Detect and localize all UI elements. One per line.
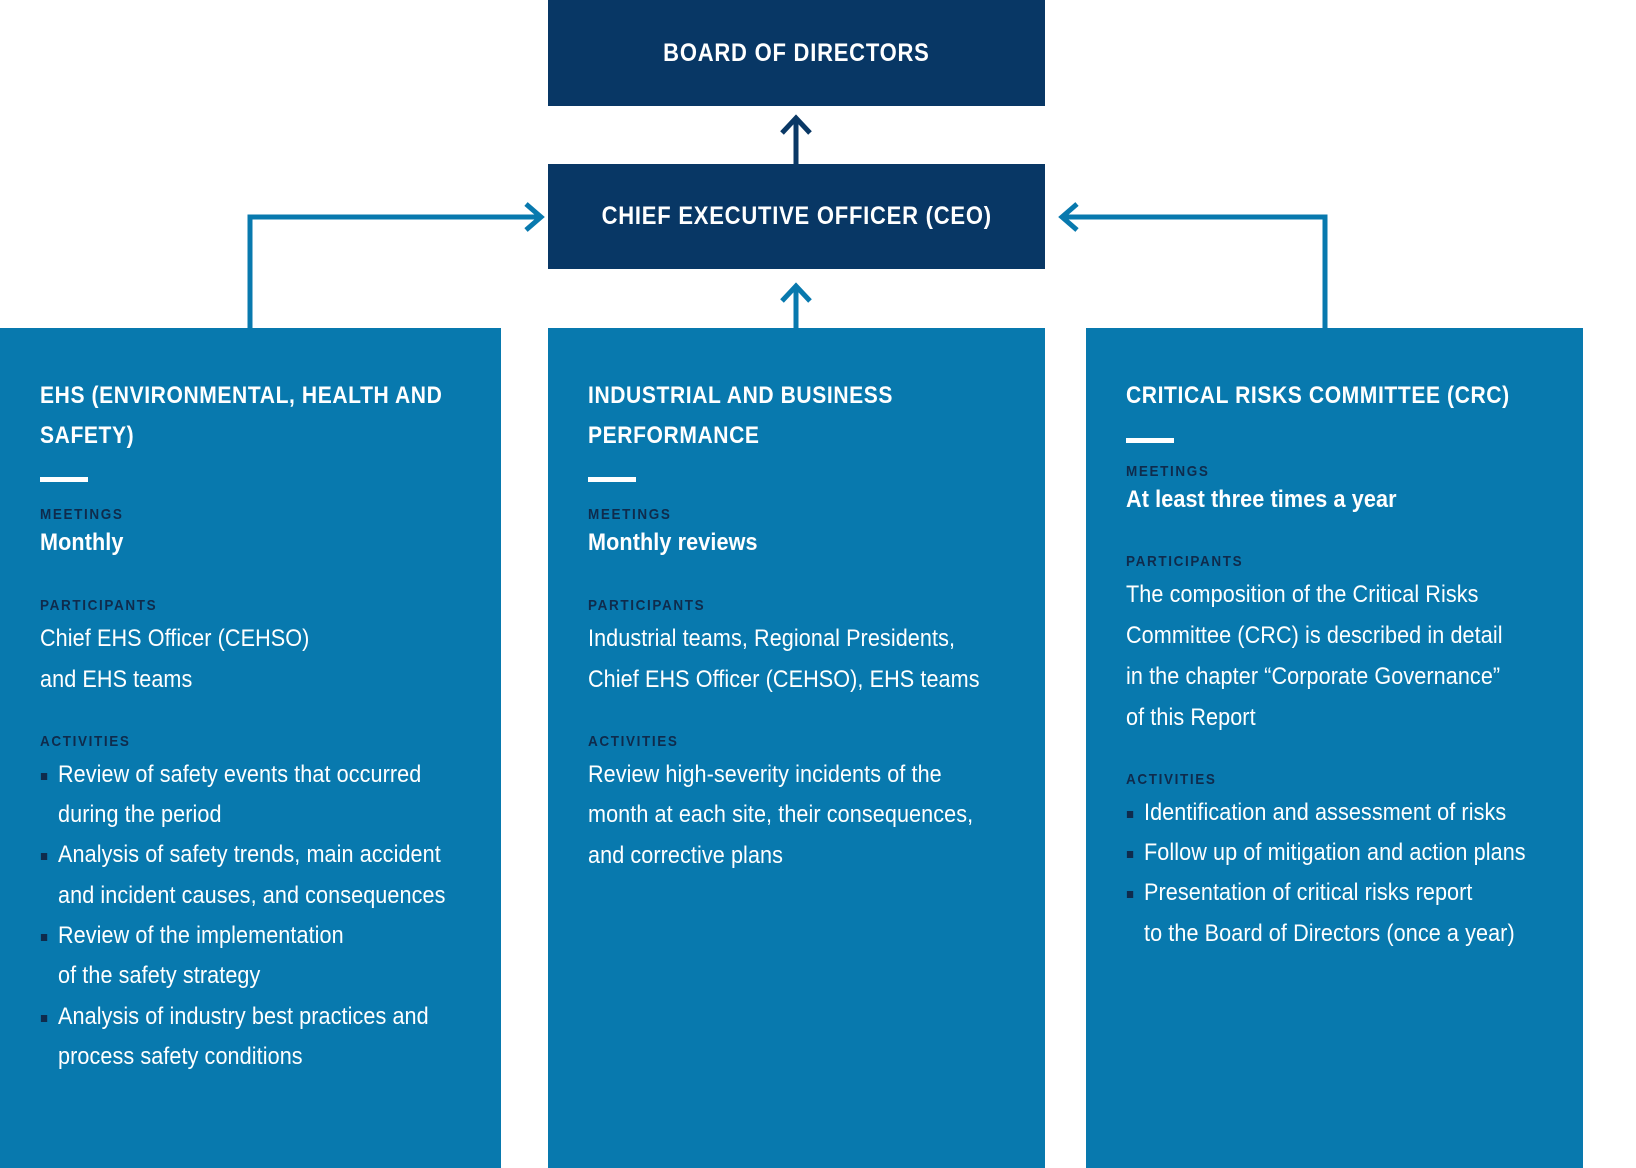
list-item: Review of the implementation of the safe… [40,916,461,997]
title-divider [40,477,88,483]
participants-label: PARTICIPANTS [588,597,706,615]
meetings-label: MEETINGS [40,506,124,524]
meetings-label: MEETINGS [588,506,672,524]
connector-ibp-to-ceo [780,282,812,332]
participants-label: PARTICIPANTS [1126,553,1244,571]
panel-critical-risks-committee: CRITICAL RISKS COMMITTEE (CRC) MEETINGS … [1086,328,1583,1168]
connector-ehs-to-ceo [247,202,545,332]
activities-label: ACTIVITIES [40,732,131,750]
list-item: Analysis of safety trends, main accident… [40,835,461,916]
activity-line: of the safety strategy [58,962,261,990]
meetings-label: MEETINGS [1126,462,1210,480]
panel-ibp-title: INDUSTRIAL AND BUSINESS PERFORMANCE [588,382,894,449]
activity-line: and incident causes, and consequences [58,881,446,909]
spacer [40,701,461,733]
participants-line: Chief EHS Officer (CEHSO), EHS teams [588,665,980,693]
spacer [1126,739,1543,771]
activities-label: ACTIVITIES [588,732,679,750]
board-of-directors-title: BOARD OF DIRECTORS [663,38,930,67]
activity-line: to the Board of Directors (once a year) [1144,919,1515,947]
spacer [588,701,1005,733]
activities-label: ACTIVITIES [1126,770,1217,788]
meetings-value: At least three times a year [1126,485,1397,513]
activity-line: process safety conditions [58,1042,303,1070]
list-item: Presentation of critical risks report to… [1126,873,1543,954]
activity-line: month at each site, their consequences, [588,801,974,829]
list-item: Review of safety events that occurred du… [40,755,461,836]
activities-list: Identification and assessment of risks F… [1126,793,1543,954]
activities-list: Review of safety events that occurred du… [40,755,461,1078]
participants-line: and EHS teams [40,665,193,693]
participants-label: PARTICIPANTS [40,597,158,615]
list-item: Analysis of industry best practices and … [40,997,461,1078]
chief-executive-officer-box: CHIEF EXECUTIVE OFFICER (CEO) [548,164,1045,269]
activity-line: Review of the implementation [58,921,344,949]
participants-line: Committee (CRC) is described in detail [1126,622,1503,650]
activities-value: Review high-severity incidents of the mo… [588,755,1005,877]
activity-line: Presentation of critical risks report [1144,879,1473,907]
title-divider [588,477,636,483]
activity-line: Identification and assessment of risks [1144,798,1507,826]
participants-value: The composition of the Critical Risks Co… [1126,575,1543,738]
spacer [588,559,1005,597]
arrow-left-icon [1058,202,1328,332]
arrow-up-icon [780,114,812,168]
meetings-value: Monthly reviews [588,529,758,557]
title-divider [1126,437,1174,443]
participants-value: Chief EHS Officer (CEHSO) and EHS teams [40,619,461,701]
arrow-up-icon [780,282,812,332]
participants-line: Chief EHS Officer (CEHSO) [40,625,310,653]
panel-crc-title: CRITICAL RISKS COMMITTEE (CRC) [1126,382,1510,409]
connector-ceo-to-board [780,114,812,168]
activity-line: Analysis of safety trends, main accident [58,841,441,869]
participants-line: The composition of the Critical Risks [1126,581,1479,609]
list-item: Identification and assessment of risks [1126,793,1543,833]
meetings-value: Monthly [40,529,124,557]
participants-line: in the chapter “Corporate Governance” [1126,663,1501,690]
participants-value: Industrial teams, Regional Presidents, C… [588,619,1005,701]
board-of-directors-box: BOARD OF DIRECTORS [548,0,1045,106]
participants-line: Industrial teams, Regional Presidents, [588,625,956,653]
activity-line: Review high-severity incidents of the [588,760,942,788]
spacer [40,559,461,597]
arrow-right-icon [247,202,545,332]
activity-line: Analysis of industry best practices and [58,1002,429,1030]
connector-crc-to-ceo [1058,202,1328,332]
panel-industrial-and-business-performance: INDUSTRIAL AND BUSINESS PERFORMANCE MEET… [548,328,1045,1168]
activity-line: during the period [58,801,222,828]
spacer [1126,515,1543,553]
panel-ehs-title: EHS (ENVIRONMENTAL, HEALTH AND SAFETY) [40,382,443,449]
activity-line: and corrective plans [588,842,784,870]
activity-line: Review of safety events that occurred [58,760,422,788]
list-item: Follow up of mitigation and action plans [1126,833,1543,873]
panel-ehs: EHS (ENVIRONMENTAL, HEALTH AND SAFETY) M… [0,328,501,1168]
activity-line: Follow up of mitigation and action plans [1144,838,1526,866]
chief-executive-officer-title: CHIEF EXECUTIVE OFFICER (CEO) [601,202,992,230]
participants-line: of this Report [1126,703,1256,731]
